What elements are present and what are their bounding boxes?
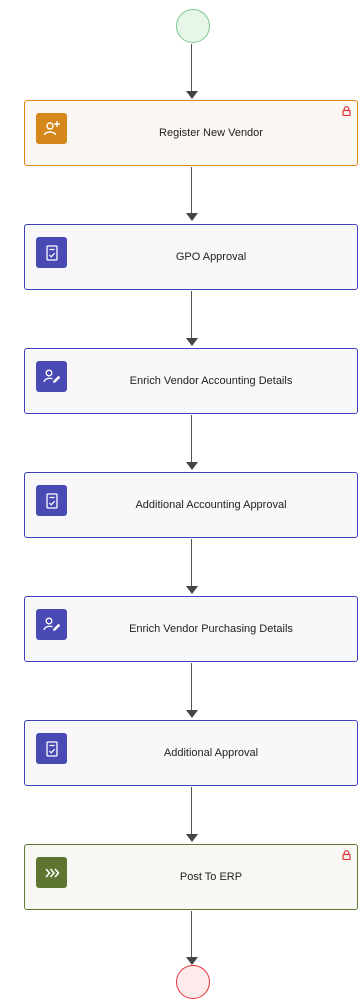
add-user-icon	[36, 113, 67, 144]
arrow-head-icon	[186, 338, 198, 346]
approval-form-icon	[36, 485, 67, 516]
edit-user-icon	[36, 609, 67, 640]
sequence-flow	[191, 415, 193, 463]
arrow-head-icon	[186, 213, 198, 221]
approval-form-icon	[36, 237, 67, 268]
task-register-new-vendor[interactable]: Register New Vendor	[24, 100, 358, 166]
task-enrich-vendor-purchasing-details[interactable]: Enrich Vendor Purchasing Details	[24, 596, 358, 662]
task-label: Enrich Vendor Accounting Details	[129, 375, 293, 387]
sequence-flow	[191, 44, 193, 92]
sequence-flow	[191, 911, 193, 958]
task-post-to-erp[interactable]: Post To ERP	[24, 844, 358, 910]
end-event[interactable]	[176, 965, 210, 999]
arrow-head-icon	[186, 586, 198, 594]
arrow-head-icon	[186, 834, 198, 842]
task-enrich-vendor-accounting-details[interactable]: Enrich Vendor Accounting Details	[24, 348, 358, 414]
approval-form-icon	[36, 733, 67, 764]
arrow-head-icon	[186, 957, 198, 965]
sequence-flow	[191, 291, 193, 339]
start-event[interactable]	[176, 9, 210, 43]
task-label: GPO Approval	[175, 251, 247, 263]
arrow-head-icon	[186, 91, 198, 99]
task-label: Enrich Vendor Purchasing Details	[129, 623, 293, 635]
lock-icon	[342, 850, 351, 860]
lock-icon	[342, 106, 351, 116]
arrow-head-icon	[186, 710, 198, 718]
sequence-flow	[191, 167, 193, 214]
task-label: Register New Vendor	[159, 127, 263, 139]
task-label: Additional Approval	[163, 747, 259, 759]
fast-forward-icon	[36, 857, 67, 888]
task-gpo-approval[interactable]: GPO Approval	[24, 224, 358, 290]
sequence-flow	[191, 539, 193, 587]
task-additional-accounting-approval[interactable]: Additional Accounting Approval	[24, 472, 358, 538]
sequence-flow	[191, 663, 193, 711]
task-label: Additional Accounting Approval	[135, 499, 287, 511]
edit-user-icon	[36, 361, 67, 392]
arrow-head-icon	[186, 462, 198, 470]
task-additional-approval[interactable]: Additional Approval	[24, 720, 358, 786]
task-label: Post To ERP	[179, 871, 243, 883]
sequence-flow	[191, 787, 193, 835]
